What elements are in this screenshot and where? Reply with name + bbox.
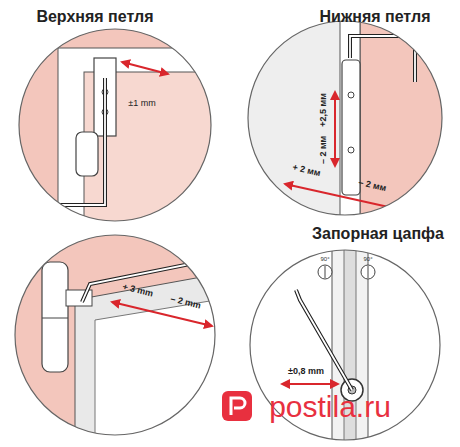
dimension: ±0,8 mm bbox=[288, 367, 324, 377]
part-title: Верхняя петля bbox=[36, 8, 153, 26]
angle-mark: 90° bbox=[320, 256, 329, 263]
dimension: – 2 мм bbox=[319, 136, 329, 164]
dimension: +2,5 мм bbox=[319, 93, 329, 127]
locking-pin-view bbox=[250, 240, 450, 447]
part-title: Нижняя петля bbox=[320, 8, 431, 26]
part-title: Запорная цапфа bbox=[312, 225, 444, 243]
angle-mark: 90° bbox=[363, 256, 372, 263]
watermark: postila.ru bbox=[269, 390, 391, 423]
watermark-logo bbox=[222, 391, 252, 421]
view-circle bbox=[248, 21, 442, 215]
dimension: ±1 mm bbox=[128, 99, 155, 109]
view-circle bbox=[250, 250, 440, 440]
top-hinge-view bbox=[0, 0, 264, 252]
bottom-hinge-view bbox=[240, 10, 460, 240]
view-circle bbox=[19, 29, 211, 221]
hinge-side-view bbox=[0, 230, 240, 447]
view-circle bbox=[15, 235, 215, 435]
